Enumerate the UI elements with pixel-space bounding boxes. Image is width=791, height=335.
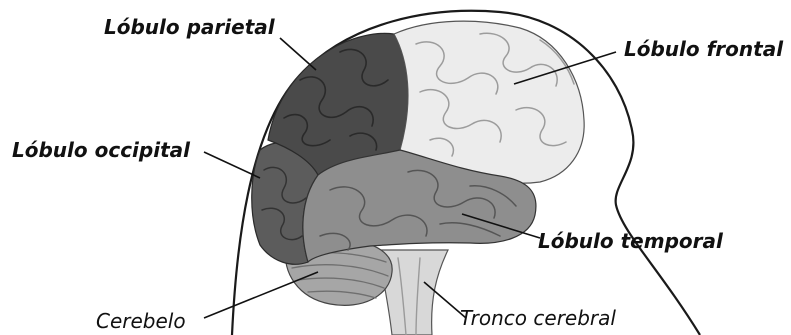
label-temporal: Lóbulo temporal <box>538 229 724 253</box>
label-frontal: Lóbulo frontal <box>624 37 784 61</box>
occipital-leader <box>204 152 260 178</box>
cerebelo-leader <box>204 272 318 318</box>
label-parietal: Lóbulo parietal <box>104 15 276 39</box>
parietal-leader <box>280 38 316 70</box>
label-cerebelo: Cerebelo <box>96 309 186 333</box>
label-occipital: Lóbulo occipital <box>12 138 191 162</box>
label-tronco: Tronco cerebral <box>460 306 616 330</box>
